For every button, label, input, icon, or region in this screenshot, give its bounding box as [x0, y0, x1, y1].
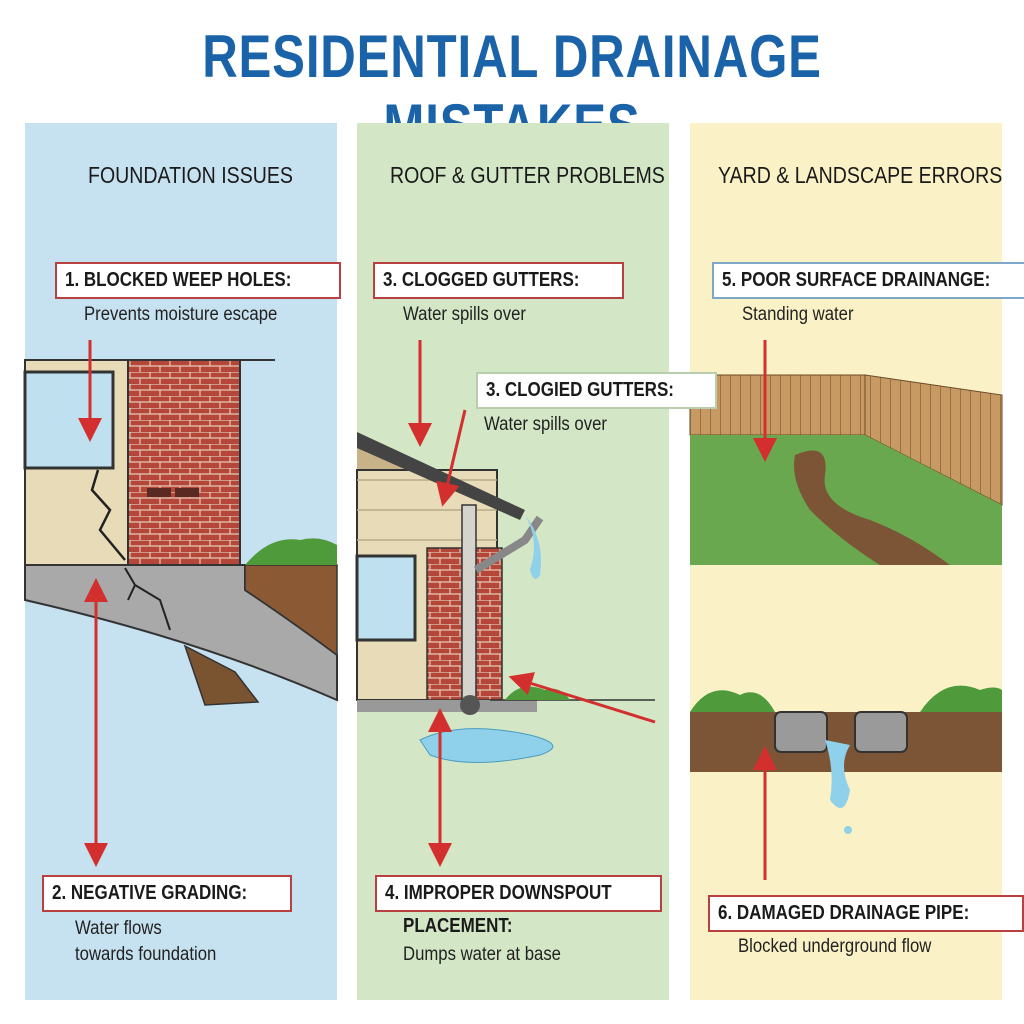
heading-foundation-issues: FOUNDATION ISSUES: [88, 162, 293, 188]
crack: [90, 469, 126, 561]
callout-negative-grading: 2. NEGATIVE GRADING:: [42, 875, 292, 912]
roof-gutter-house-illustration: [355, 340, 656, 867]
standing-water: [794, 450, 950, 565]
brick-wall: [127, 359, 241, 566]
broken-pipe-left: [774, 711, 828, 753]
roof-icon: [357, 432, 525, 520]
callout-desc: Water spills over: [403, 304, 526, 325]
callout-damaged-drainage-pipe: 6. DAMAGED DRAINAGE PIPE:: [708, 895, 1024, 932]
foundation-house-illustration: [23, 340, 338, 867]
callout-desc: Prevents moisture escape: [84, 304, 278, 325]
callout-desc: Blocked underground flow: [738, 936, 932, 957]
heading-roof-gutter-problems: ROOF & GUTTER PROBLEMS: [390, 162, 665, 188]
heading-yard-landscape-errors: YARD & LANDSCAPE ERRORS: [718, 162, 1003, 188]
downspout-icon: [461, 504, 477, 701]
callout-desc: Water spills over: [484, 414, 607, 435]
yard-illustration: [689, 340, 1003, 880]
broken-pipe-right: [854, 711, 908, 753]
window-icon: [23, 370, 115, 470]
callout-poor-surface-drainage: 5. POOR SURFACE DRAINANGE:: [712, 262, 1024, 299]
callout-desc: towards foundation: [75, 944, 217, 965]
callout-improper-downspout: 4. IMPROPER DOWNSPOUT: [375, 875, 662, 912]
callout-label-cont: PLACEMENT:: [403, 915, 513, 937]
callout-clogged-gutters: 3. CLOGGED GUTTERS:: [373, 262, 625, 299]
callout-clogied-gutters: 3. CLOGIED GUTTERS:: [476, 372, 718, 409]
lawn: [690, 435, 1002, 565]
fence: [689, 374, 866, 436]
callout-desc: Dumps water at base: [403, 944, 561, 965]
callout-desc: Standing water: [742, 304, 854, 325]
callout-desc: Water flows: [75, 918, 162, 939]
callout-blocked-weep-holes: 1. BLOCKED WEEP HOLES:: [55, 262, 342, 299]
